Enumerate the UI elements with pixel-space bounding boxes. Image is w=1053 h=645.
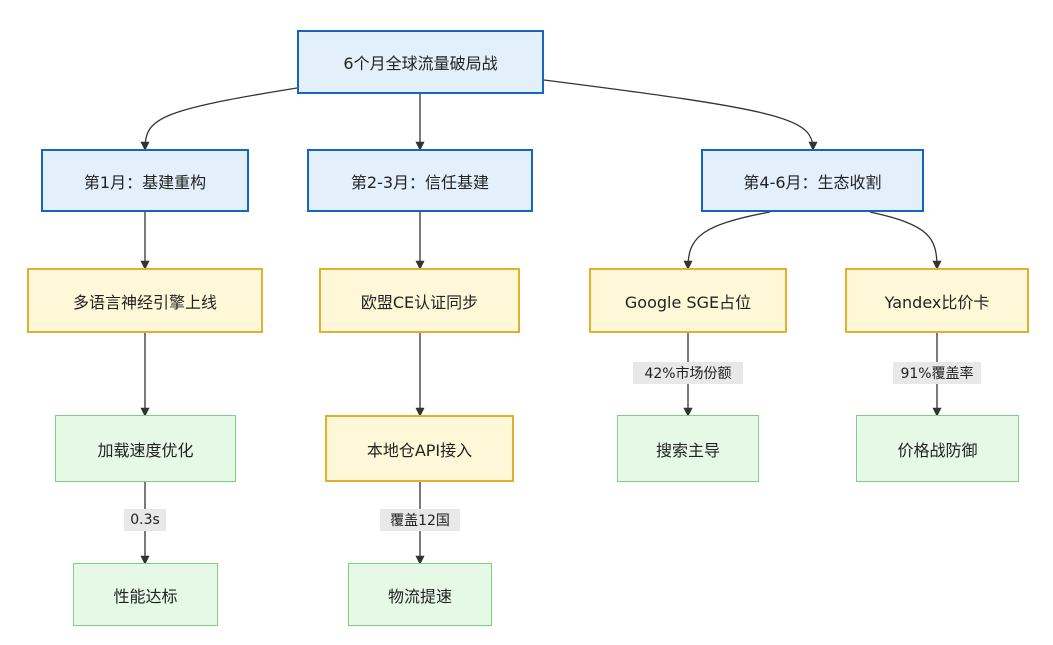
edge-m46-yandex [869, 211, 942, 270]
speed-optimization-node: 加载速度优化 [55, 415, 236, 482]
month1-node: 第1月：基建重构 [41, 149, 249, 212]
edge-root-m1 [140, 87, 298, 151]
month4-6-node: 第4-6月：生态收割 [701, 149, 924, 212]
edge-label-yandex-pricewar: 91%覆盖率 [893, 362, 981, 384]
yandex-card-node: Yandex比价卡 [845, 268, 1029, 333]
local-warehouse-api-node: 本地仓API接入 [325, 415, 514, 482]
logistics-speedup-node: 物流提速 [348, 563, 492, 626]
edge-label-api-logistics: 覆盖12国 [380, 509, 460, 531]
month2-3-node: 第2-3月：信任基建 [307, 149, 533, 212]
edge-label-google-search: 42%市场份额 [633, 362, 743, 384]
google-sge-node: Google SGE占位 [589, 268, 787, 333]
price-war-defense-node: 价格战防御 [856, 415, 1019, 482]
root-node: 6个月全球流量破局战 [297, 30, 544, 94]
edge-m46-google [683, 211, 771, 270]
multilang-engine-node: 多语言神经引擎上线 [27, 268, 263, 333]
search-dominance-node: 搜索主导 [617, 415, 759, 482]
edge-root-m46 [543, 79, 818, 151]
edge-label-speed-perf: 0.3s [124, 509, 166, 531]
performance-met-node: 性能达标 [73, 563, 218, 626]
eu-ce-cert-node: 欧盟CE认证同步 [319, 268, 520, 333]
